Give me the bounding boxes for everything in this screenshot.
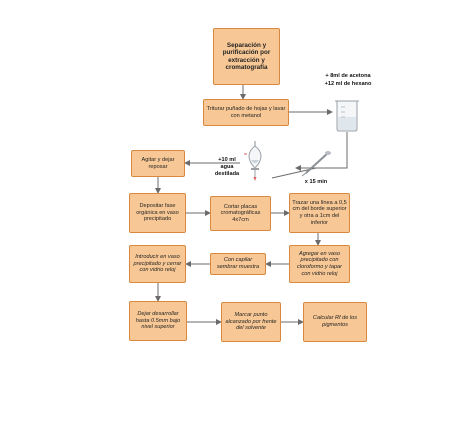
water-name-label: agua bbox=[220, 164, 234, 170]
trace-line-box: Trazar una línea a 0,5 cm del borde supe… bbox=[289, 193, 350, 233]
mark-point-box: Marcar punto alcanzado por frente del so… bbox=[221, 302, 281, 342]
separatory-funnel-icon bbox=[244, 141, 262, 181]
shake-rest-box: Agitar y dejar reposar bbox=[131, 150, 185, 177]
water-type-label: destilada bbox=[214, 171, 240, 177]
pipette-icon bbox=[301, 151, 331, 177]
hexane-label: +12 ml de hexano bbox=[324, 81, 372, 87]
crush-leaves-box: Triturar puñado de hojas y lavar con met… bbox=[203, 99, 289, 126]
time-label: x 15 min bbox=[304, 179, 328, 185]
water-amount-label: +10 ml bbox=[218, 157, 236, 163]
cut-strips-box: Cortar placas cromatográficas 4x7cm bbox=[210, 196, 271, 231]
calculate-rf-box: Calcular Rf de los pigmentos bbox=[303, 302, 367, 342]
capillary-box: Con capilar sembrar muestra bbox=[210, 253, 266, 275]
introduce-box: Introducir en vaso precipitado y cerrar … bbox=[129, 245, 186, 283]
deposit-organic-box: Depositar fase orgánica en vaso precipit… bbox=[129, 193, 186, 233]
add-solvent-box: Agregar en vaso precipitado con clorofor… bbox=[289, 245, 350, 283]
acetone-label: + 8ml de acetona bbox=[325, 73, 371, 79]
develop-box: Dejar desarrollar hasta 0.5mm bajo nivel… bbox=[129, 301, 187, 341]
title-box: Separación y purificación por extracción… bbox=[213, 28, 280, 85]
beaker-icon bbox=[335, 100, 359, 132]
